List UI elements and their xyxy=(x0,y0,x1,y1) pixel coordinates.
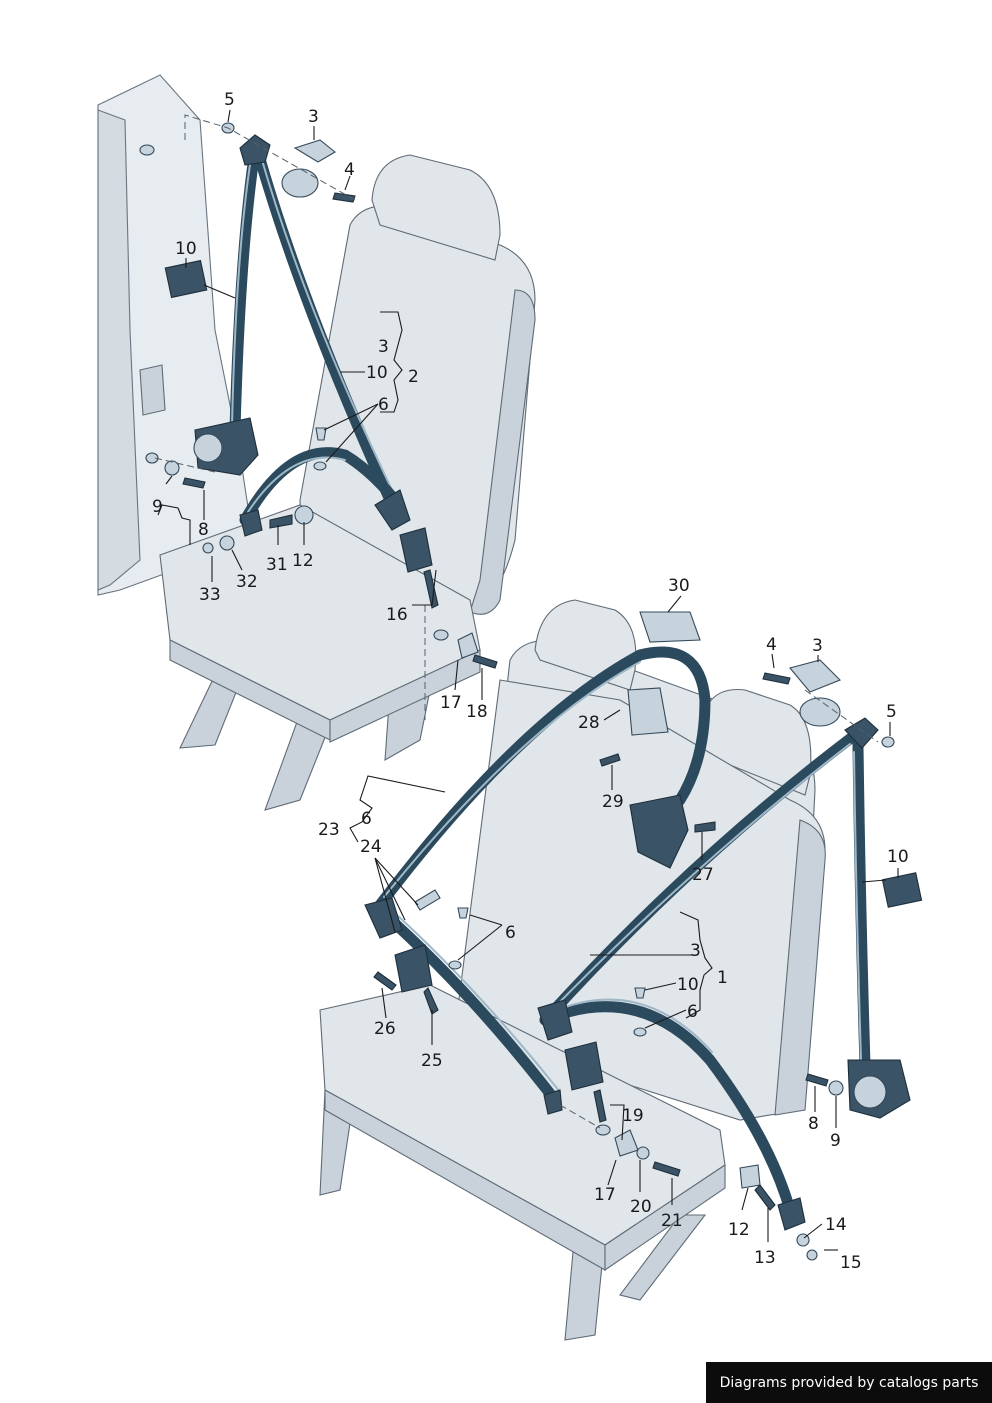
callout-27: 27 xyxy=(692,865,714,885)
callout-23: 23 xyxy=(318,820,340,840)
callout-3: 3 xyxy=(812,636,823,656)
callout-5: 5 xyxy=(224,90,235,110)
callout-1: 1 xyxy=(717,968,728,988)
callout-33: 33 xyxy=(199,585,221,605)
callout-3: 3 xyxy=(308,107,319,127)
callout-4: 4 xyxy=(766,635,777,655)
left-belt-webbing xyxy=(229,144,401,526)
right-belt-webbing xyxy=(374,646,871,1216)
callout-31: 31 xyxy=(266,555,288,575)
callout-6: 6 xyxy=(505,923,516,943)
callout-10: 10 xyxy=(175,239,197,259)
callout-8: 8 xyxy=(808,1114,819,1134)
callout-4: 4 xyxy=(344,160,355,180)
leader-lines xyxy=(157,109,899,1251)
callout-17: 17 xyxy=(440,693,462,713)
callout-3: 3 xyxy=(690,941,701,961)
callout-26: 26 xyxy=(374,1019,396,1039)
right-seat xyxy=(319,599,826,1341)
callout-8: 8 xyxy=(198,520,209,540)
callout-5: 5 xyxy=(886,702,897,722)
callout-6: 6 xyxy=(687,1002,698,1022)
callout-28: 28 xyxy=(578,713,600,733)
callout-3: 3 xyxy=(378,337,389,357)
callout-20: 20 xyxy=(630,1197,652,1217)
callout-12: 12 xyxy=(728,1220,750,1240)
callout-10: 10 xyxy=(887,847,909,867)
callout-24: 24 xyxy=(360,837,382,857)
callout-29: 29 xyxy=(602,792,624,812)
callout-16: 16 xyxy=(386,605,408,625)
callout-14: 14 xyxy=(825,1215,847,1235)
callout-32: 32 xyxy=(236,572,258,592)
b-pillar-panel xyxy=(97,74,251,596)
callout-18: 18 xyxy=(466,702,488,722)
callout-labels: 5 3 4 10 3 10 2 6 9 8 31 12 32 33 16 17 … xyxy=(152,90,909,1273)
left-seat xyxy=(159,154,536,811)
callout-9: 9 xyxy=(152,497,163,517)
callout-19: 19 xyxy=(622,1106,644,1126)
callout-13: 13 xyxy=(754,1248,776,1268)
callout-21: 21 xyxy=(661,1211,683,1231)
callout-25: 25 xyxy=(421,1051,443,1071)
callout-30: 30 xyxy=(668,576,690,596)
callout-2: 2 xyxy=(408,367,419,387)
callout-6: 6 xyxy=(361,809,372,829)
callout-9: 9 xyxy=(830,1131,841,1151)
callout-10: 10 xyxy=(677,975,699,995)
right-belt-hardware xyxy=(364,611,923,1261)
callout-12: 12 xyxy=(292,551,314,571)
left-belt-hardware xyxy=(154,114,498,720)
credit-text: Diagrams provided by catalogs parts xyxy=(719,1374,979,1391)
callout-10: 10 xyxy=(366,363,388,383)
credit-banner: Diagrams provided by catalogs parts xyxy=(706,1362,992,1403)
callout-15: 15 xyxy=(840,1253,862,1273)
callout-6: 6 xyxy=(378,395,389,415)
callout-17: 17 xyxy=(594,1185,616,1205)
